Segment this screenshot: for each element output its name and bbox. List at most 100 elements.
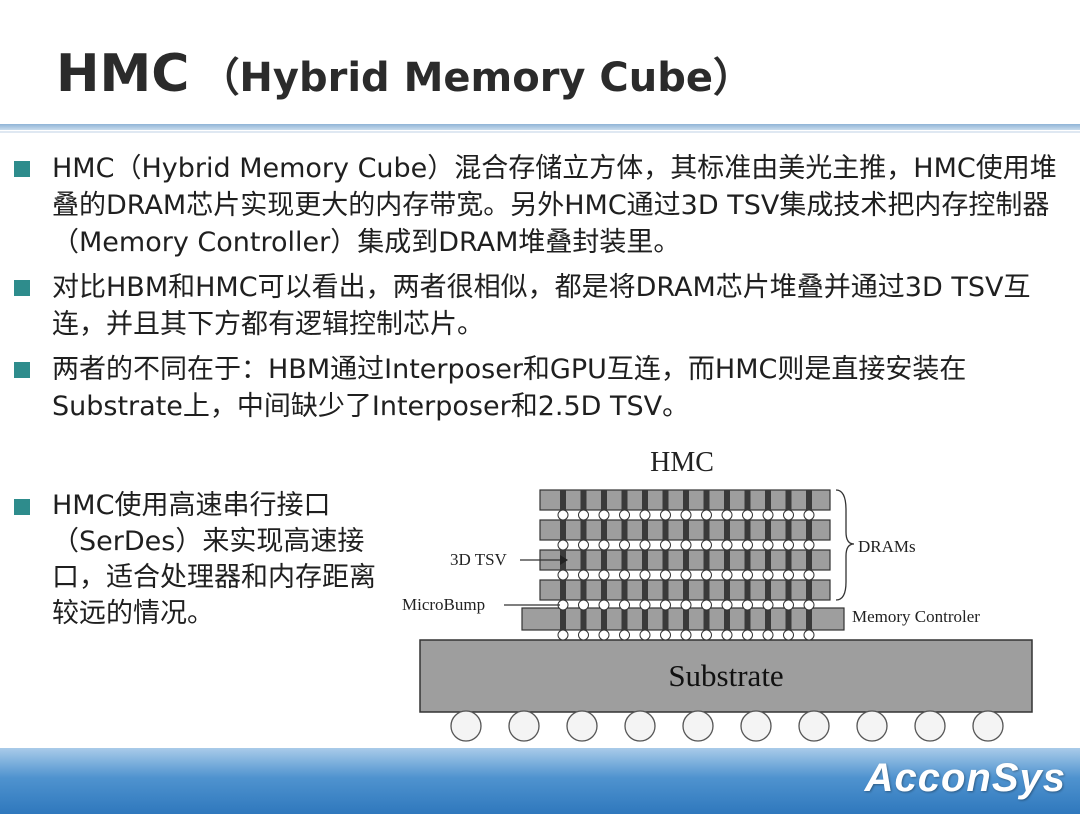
microbump: [742, 509, 753, 521]
microbump: [783, 599, 794, 611]
tsv-column: [724, 490, 730, 630]
microbump: [701, 539, 712, 551]
microbump: [742, 539, 753, 551]
microbump: [619, 539, 630, 551]
tsv-column: [642, 490, 648, 630]
solder-balls: [450, 710, 1004, 742]
microbump: [783, 539, 794, 551]
microbump: [783, 509, 794, 521]
microbump: [598, 629, 610, 641]
solder-ball: [856, 710, 888, 742]
microbump: [639, 509, 651, 521]
microbump: [783, 629, 794, 641]
microbump: [742, 599, 753, 611]
solder-ball: [682, 710, 714, 742]
brand-logo: AcconSys: [864, 756, 1066, 800]
tsv-column: [621, 490, 628, 630]
tsv-column: [662, 490, 669, 630]
microbump: [721, 599, 733, 611]
microbump: [639, 569, 651, 581]
solder-ball: [972, 710, 1004, 742]
bullet-item: HMC（Hybrid Memory Cube）混合存储立方体，其标准由美光主推，…: [14, 150, 1074, 261]
solder-ball: [450, 710, 482, 742]
tsv-label: 3D TSV: [450, 550, 508, 569]
microbump: [598, 569, 610, 581]
substrate-label: Substrate: [668, 658, 783, 693]
microbump: [557, 539, 569, 551]
microbump: [762, 599, 774, 611]
tsv-column: [806, 490, 812, 630]
microbump: [680, 629, 692, 641]
microbump: [619, 569, 630, 581]
microbump: [598, 509, 610, 521]
microbump: [762, 509, 774, 521]
title-divider: [0, 124, 1080, 130]
hmc-diagram-svg: HMC Substrate DRAMs 3D TSV MicroBump Mem…: [402, 447, 1033, 742]
tsv-column: [703, 490, 710, 630]
microbump: [578, 569, 589, 581]
microbump: [619, 509, 630, 521]
side-bullet: HMC使用高速串行接口（SerDes）来实现高速接口，适合处理器和内存距离较远的…: [14, 488, 392, 632]
microbump: [803, 539, 815, 551]
drams-label: DRAMs: [858, 537, 916, 556]
tsv-column: [580, 490, 587, 630]
hmc-diagram: HMC Substrate DRAMs 3D TSV MicroBump Mem…: [400, 440, 1060, 750]
bullet-item: 对比HBM和HMC可以看出，两者很相似，都是将DRAM芯片堆叠并通过3D TSV…: [14, 269, 1074, 343]
microbump: [721, 569, 733, 581]
microbump: [680, 539, 692, 551]
solder-ball: [508, 710, 540, 742]
microbump: [803, 629, 815, 641]
substrate-block: [419, 639, 1033, 713]
bullet-list: HMC（Hybrid Memory Cube）混合存储立方体，其标准由美光主推，…: [14, 150, 1074, 433]
microbump: [701, 569, 712, 581]
microbump: [680, 599, 692, 611]
microbump: [660, 539, 671, 551]
solder-ball: [798, 710, 830, 742]
footer-bar: AcconSys: [0, 748, 1080, 814]
microbump: [701, 509, 712, 521]
microbump-label: MicroBump: [402, 595, 485, 614]
microbump: [578, 539, 589, 551]
bullet-square-icon: [14, 280, 30, 296]
microbump: [803, 569, 815, 581]
microbump: [680, 569, 692, 581]
microbump: [680, 509, 692, 521]
microbump: [701, 599, 712, 611]
microbump: [803, 599, 815, 611]
tsv-column: [785, 490, 792, 630]
tsv-column: [683, 490, 689, 630]
microbump: [762, 539, 774, 551]
bullet-square-icon: [14, 161, 30, 177]
side-bullet-text: HMC使用高速串行接口（SerDes）来实现高速接口，适合处理器和内存距离较远的…: [52, 490, 376, 629]
title-main: HMC: [56, 44, 190, 104]
diagram-title: HMC: [650, 447, 714, 478]
solder-ball: [914, 710, 946, 742]
solder-ball: [566, 710, 598, 742]
drams-bracket: [835, 489, 855, 601]
bullet-square-icon: [14, 499, 30, 515]
microbump: [639, 599, 651, 611]
microbump: [701, 629, 712, 641]
tsv-arrow-icon: [560, 555, 568, 565]
microbump: [660, 599, 671, 611]
microbump: [639, 629, 651, 641]
microbump: [557, 509, 569, 521]
title-divider-shadow: [0, 131, 1080, 133]
bullet-square-icon: [14, 362, 30, 378]
solder-ball: [740, 710, 772, 742]
tsv-column: [744, 490, 751, 630]
controller-label: Memory Controler: [852, 607, 980, 626]
microbump: [803, 509, 815, 521]
microbump: [742, 629, 753, 641]
microbump: [783, 569, 794, 581]
microbump: [660, 509, 671, 521]
microbump: [557, 629, 569, 641]
bullet-text: 对比HBM和HMC可以看出，两者很相似，都是将DRAM芯片堆叠并通过3D TSV…: [52, 272, 1031, 340]
microbump: [639, 539, 651, 551]
microbump: [742, 569, 753, 581]
slide-title: HMC（Hybrid Memory Cube）: [56, 44, 753, 104]
tsv-column: [601, 490, 607, 630]
microbump: [660, 629, 671, 641]
microbump: [721, 629, 733, 641]
microbump: [598, 599, 610, 611]
